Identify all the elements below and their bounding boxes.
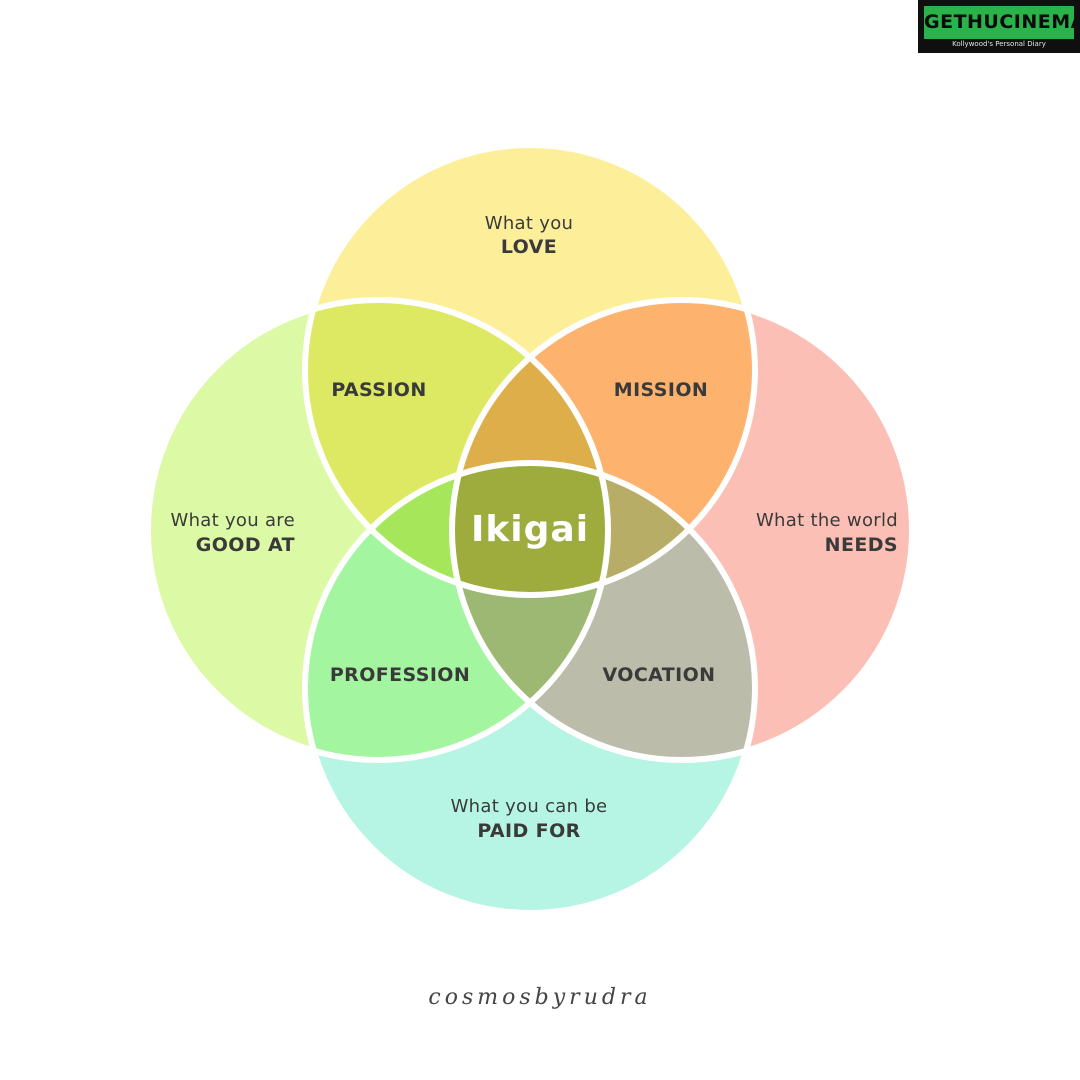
mission-label: MISSION [614, 379, 708, 401]
good-at-line2: GOOD AT [196, 534, 295, 556]
vocation-label: VOCATION [603, 664, 716, 686]
love-line2: LOVE [501, 236, 557, 258]
watermark-brand: GETHUCINEMA [924, 6, 1074, 39]
passion-label: PASSION [331, 379, 426, 401]
overlap-top-bottom-left [305, 463, 608, 595]
watermark-logo: GETHUCINEMA Kollywood's Personal Diary [918, 0, 1080, 53]
paid-for-line1: What you can be [451, 796, 608, 817]
signature-watermark: cosmosbyrudra [428, 985, 652, 1010]
needs-line1: What the world [756, 510, 898, 531]
paid-for-line2: PAID FOR [477, 820, 580, 842]
ikigai-center-label: Ikigai [471, 509, 589, 550]
border-love [302, 142, 758, 598]
overlap-bottom-left-right [452, 463, 608, 760]
love-line1: What you [485, 213, 574, 234]
border-good-at [145, 297, 611, 763]
watermark-tagline: Kollywood's Personal Diary [952, 40, 1046, 48]
profession-label: PROFESSION [330, 664, 470, 686]
good-at-line1: What you are [170, 510, 295, 531]
border-paid-for [302, 460, 758, 916]
overlap-top-left-right [452, 300, 608, 595]
needs-line2: NEEDS [825, 534, 898, 556]
overlap-top-bottom-right [452, 463, 755, 595]
border-needs [449, 297, 915, 763]
